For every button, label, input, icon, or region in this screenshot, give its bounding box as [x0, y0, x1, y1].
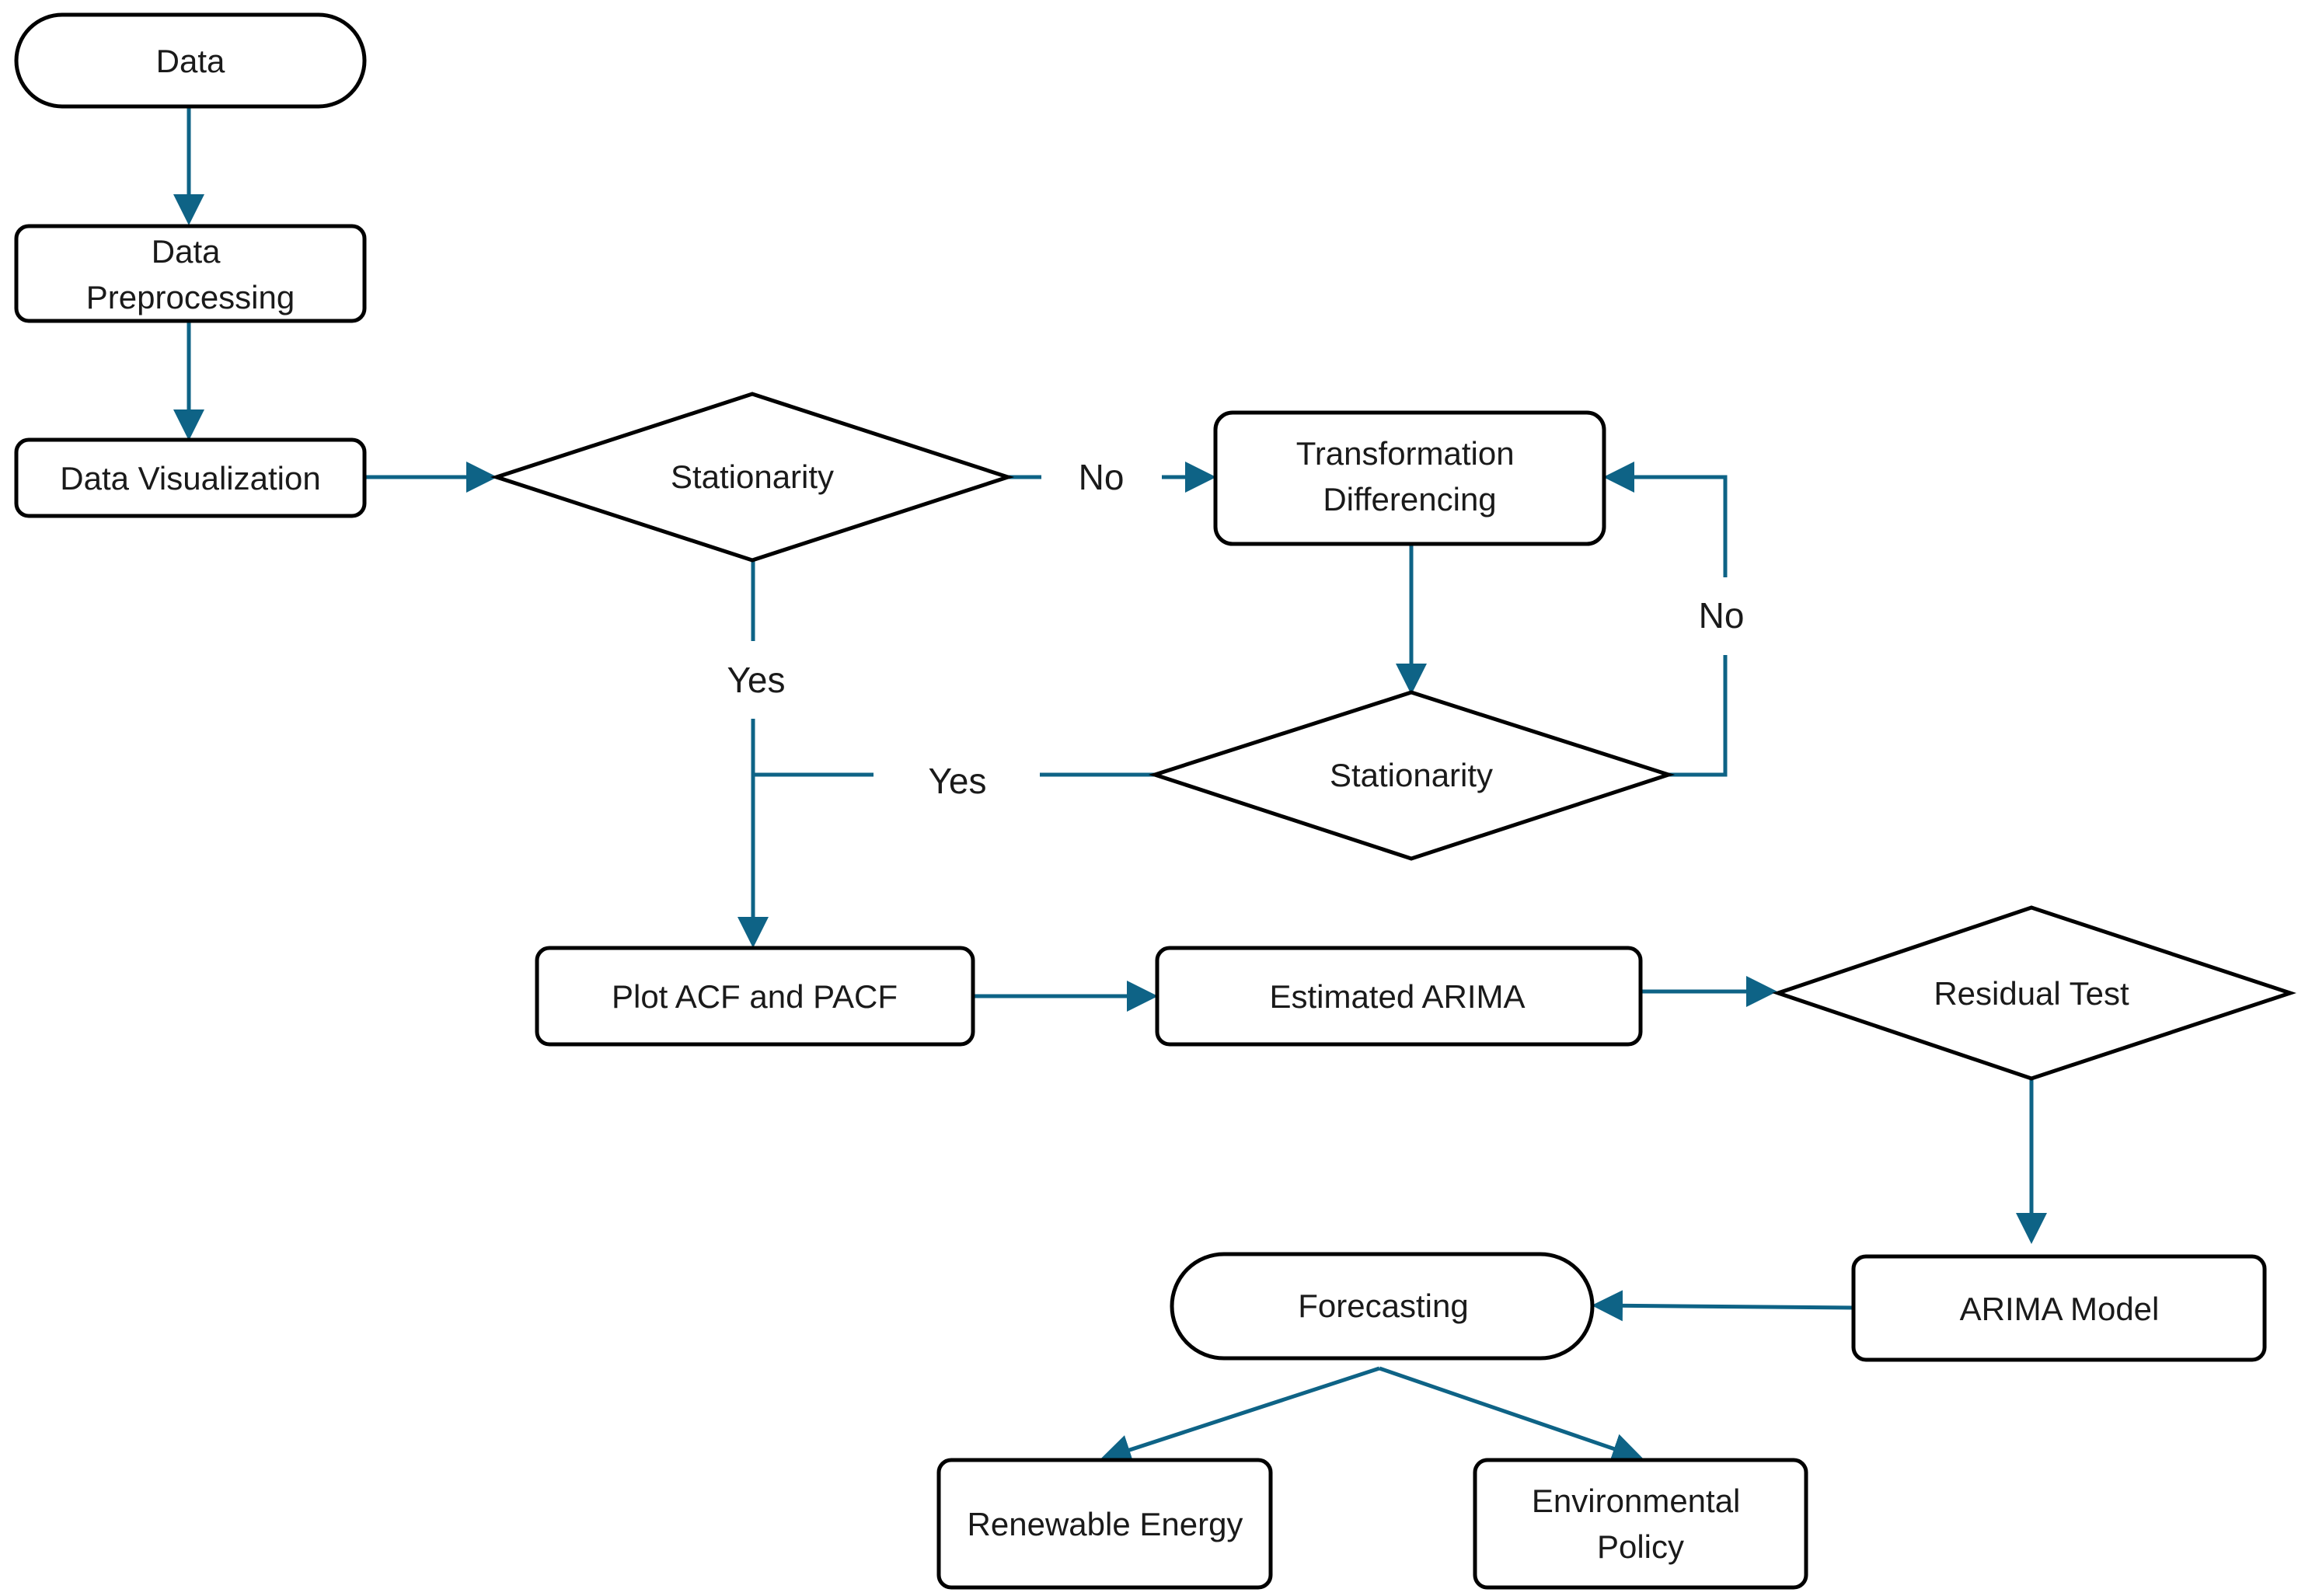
- process-shape: [14, 224, 367, 323]
- edge-label-stationarity-2-no: No: [1699, 595, 1745, 636]
- node-environmental-policy: Environmental Policy: [1473, 1458, 1808, 1590]
- process-shape: [1851, 1254, 2267, 1362]
- connectors: [173, 106, 2047, 1465]
- node-data-visualization: Data Visualization: [14, 437, 367, 518]
- node-preprocessing-label: Data Preprocessing: [86, 233, 295, 315]
- terminator-shape: [14, 12, 367, 109]
- node-environmental-policy-line-2: Policy: [1597, 1528, 1684, 1565]
- node-preprocessing-line-1: Data: [152, 233, 221, 270]
- node-estimated-arima-label: Estimated ARIMA: [1269, 978, 1525, 1015]
- process-shape: [535, 946, 975, 1047]
- arrow-forecasting-to-environmental-policy: [1379, 1366, 1644, 1464]
- terminator-shape: [1170, 1252, 1595, 1361]
- node-arima-model: ARIMA Model: [1851, 1254, 2267, 1362]
- decision-shape: [490, 392, 1015, 563]
- node-transformation-line-2: Differencing: [1323, 481, 1496, 517]
- node-residual-test-label: Residual Test: [1934, 975, 2129, 1012]
- node-environmental-policy-label: Environmental Policy: [1532, 1483, 1749, 1565]
- node-data-preprocessing: Data Preprocessing: [14, 224, 367, 323]
- arrow-forecasting-to-renewable-energy: [1100, 1366, 1380, 1465]
- process-shape: [14, 437, 367, 518]
- arrow-arima-model-to-forecasting: [1592, 1290, 1854, 1322]
- process-shape: [1473, 1458, 1808, 1590]
- process-shape: [1213, 410, 1606, 546]
- node-plot-acf-pacf: Plot ACF and PACF: [535, 946, 975, 1047]
- edge-label-stationarity-1-yes: Yes: [727, 660, 785, 700]
- node-preprocessing-line-2: Preprocessing: [86, 279, 295, 315]
- node-environmental-policy-line-1: Environmental: [1532, 1483, 1740, 1519]
- node-arima-model-label: ARIMA Model: [1960, 1291, 2160, 1327]
- node-residual-test: Residual Test: [1772, 905, 2296, 1081]
- node-transformation-differencing: Transformation Differencing: [1213, 410, 1606, 546]
- node-visualization-label: Data Visualization: [60, 460, 320, 497]
- node-renewable-energy-label: Renewable Energy: [968, 1506, 1243, 1542]
- edge-label-stationarity-1-no: No: [1079, 457, 1125, 497]
- node-plot-acf-pacf-label: Plot ACF and PACF: [612, 978, 898, 1015]
- line-stationarity-2-no-loop-lower: [1669, 655, 1728, 777]
- edge-label-stationarity-2-yes: Yes: [928, 761, 986, 801]
- node-forecasting: Forecasting: [1170, 1252, 1595, 1361]
- node-stationarity-1: Stationarity: [490, 392, 1015, 563]
- node-stationarity-2-label: Stationarity: [1330, 757, 1493, 793]
- decision-shape: [1772, 905, 2296, 1081]
- decision-shape: [1148, 690, 1676, 861]
- process-shape: [936, 1458, 1273, 1590]
- process-shape: [1155, 946, 1643, 1047]
- node-forecasting-label: Forecasting: [1298, 1288, 1468, 1324]
- arrow-stationarity-2-no-loop-upper: [1603, 462, 1728, 577]
- node-transformation-label: Transformation Differencing: [1296, 435, 1524, 517]
- node-transformation-line-1: Transformation: [1296, 435, 1515, 472]
- node-estimated-arima: Estimated ARIMA: [1155, 946, 1643, 1047]
- node-data: Data: [14, 12, 367, 109]
- node-stationarity-2: Stationarity: [1148, 690, 1676, 861]
- node-stationarity-1-label: Stationarity: [671, 458, 834, 495]
- node-renewable-energy: Renewable Energy: [936, 1458, 1273, 1590]
- node-data-label: Data: [156, 43, 225, 79]
